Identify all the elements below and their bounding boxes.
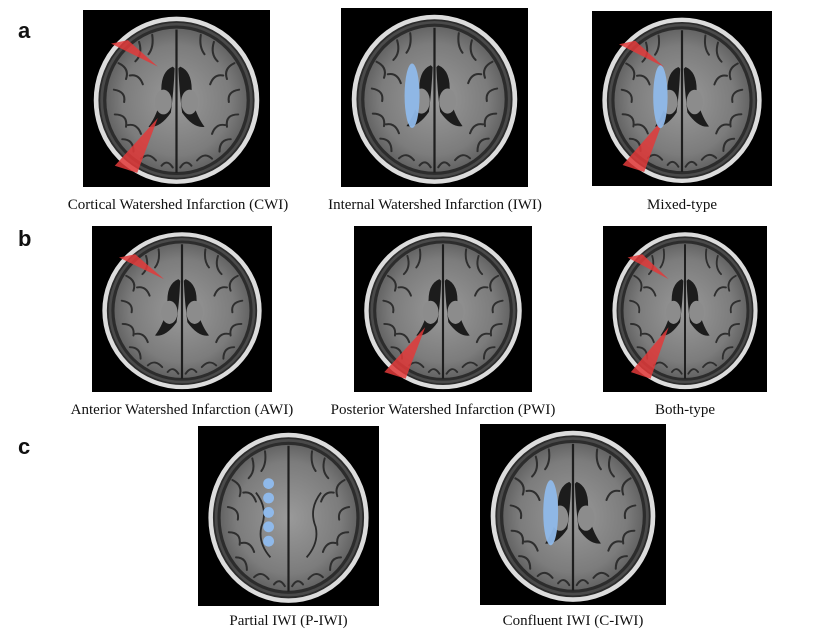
- scan-iwi: [341, 8, 528, 187]
- internal-partial-lesion-dot: [263, 478, 275, 489]
- internal-partial-lesion-dot: [263, 521, 275, 533]
- internal-partial-lesion-dot: [263, 535, 275, 547]
- posterior-cortical-lesion: [630, 327, 669, 379]
- caption-iwi: Internal Watershed Infarction (IWI): [328, 197, 542, 213]
- brain-mri-image: [341, 8, 528, 187]
- posterior-cortical-lesion: [114, 117, 158, 173]
- internal-confluent-lesion: [404, 63, 420, 128]
- scan-pwi: [354, 226, 532, 392]
- caption-pwi: Posterior Watershed Infarction (PWI): [330, 402, 556, 418]
- panel-letter-c: c: [18, 434, 31, 459]
- panel-letter-b: b: [18, 226, 32, 251]
- scan-cwi: [83, 10, 270, 187]
- caption-confluent-iwi: Confluent IWI (C-IWI): [502, 613, 644, 629]
- anterior-cortical-lesion: [619, 40, 664, 67]
- anterior-cortical-lesion: [627, 254, 669, 280]
- internal-partial-lesion-dot: [263, 507, 275, 518]
- panel-letter-a: a: [18, 18, 31, 43]
- anterior-cortical-lesion: [119, 254, 164, 280]
- caption-mixed-type: Mixed-type: [647, 197, 717, 213]
- brain-mri-image: [480, 424, 666, 605]
- brain-mri-image: [92, 226, 272, 392]
- caption-cwi: Cortical Watershed Infarction (CWI): [67, 197, 289, 213]
- brain-mri-image: [603, 226, 767, 392]
- brain-mri-image: [592, 11, 772, 186]
- caption-awi: Anterior Watershed Infarction (AWI): [70, 402, 294, 418]
- caption-partial-iwi: Partial IWI (P-IWI): [229, 613, 348, 629]
- scan-awi: [92, 226, 272, 392]
- brain-mri-image: [83, 10, 270, 187]
- anterior-cortical-lesion: [111, 40, 158, 67]
- scan-mixed-type: [592, 11, 772, 186]
- scan-confluent-iwi: [480, 424, 666, 605]
- scan-both-type: [603, 226, 767, 392]
- internal-confluent-lesion: [543, 480, 559, 546]
- scan-partial-iwi: [198, 426, 379, 606]
- posterior-cortical-lesion: [622, 117, 664, 172]
- brain-mri-image: [354, 226, 532, 392]
- brain-mri-image: [198, 426, 379, 606]
- internal-confluent-lesion: [653, 65, 668, 129]
- posterior-cortical-lesion: [384, 327, 426, 379]
- internal-partial-lesion-dot: [263, 492, 275, 504]
- caption-both-type: Both-type: [655, 402, 715, 418]
